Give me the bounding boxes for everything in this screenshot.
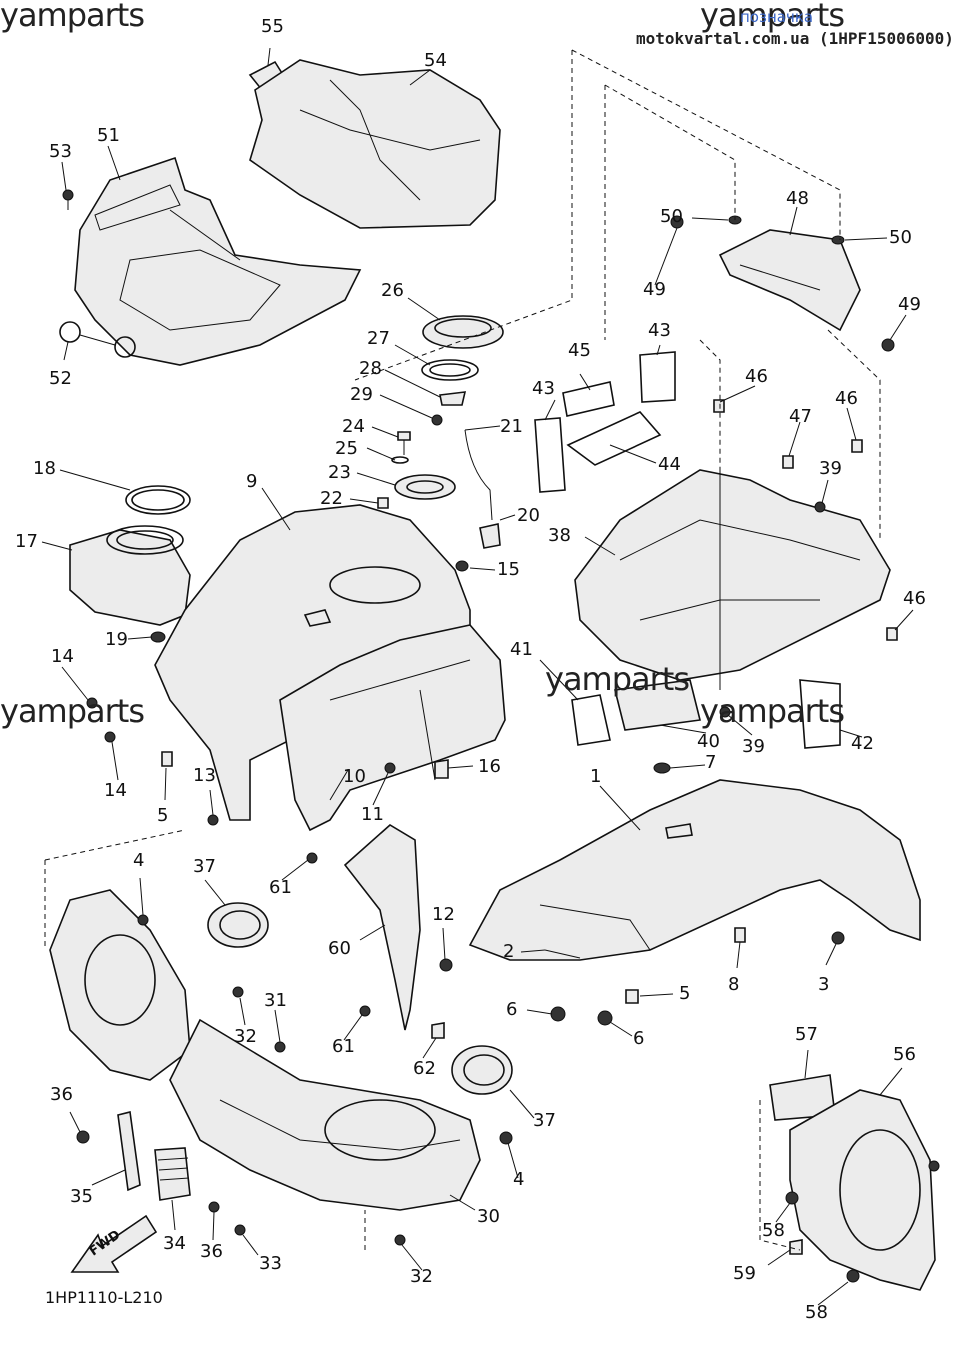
- callout-label: 24: [342, 416, 365, 437]
- callout-label: 5: [157, 805, 169, 826]
- callout-label: 4: [513, 1169, 525, 1190]
- callout-label: 14: [104, 780, 127, 801]
- watermark: yamparts: [0, 692, 145, 730]
- diagram-code: 1HP1110-L210: [45, 1288, 163, 1307]
- callout-label: 50: [889, 227, 912, 248]
- callout-label: 58: [762, 1220, 785, 1241]
- callout-label: 18: [33, 458, 56, 479]
- callout-label: 57: [795, 1024, 818, 1045]
- callout-label: 37: [533, 1110, 556, 1131]
- watermark: yamparts: [700, 692, 845, 730]
- callout-label: 22: [320, 488, 343, 509]
- callout-label: 52: [49, 368, 72, 389]
- callout-label: 23: [328, 462, 351, 483]
- callout-label: 1: [590, 766, 602, 787]
- callout-label: 15: [497, 559, 520, 580]
- callout-label: 39: [742, 736, 765, 757]
- callout-label: 35: [70, 1186, 93, 1207]
- watermark: yamparts: [545, 660, 690, 698]
- callout-label: 53: [49, 141, 72, 162]
- callout-label: 39: [819, 458, 842, 479]
- callout-label: 11: [361, 804, 384, 825]
- callout-label: 6: [506, 999, 518, 1020]
- callout-label: 47: [789, 406, 812, 427]
- callout-label: 49: [643, 279, 666, 300]
- callout-label: 27: [367, 328, 390, 349]
- callout-label: 20: [517, 505, 540, 526]
- callout-label: 16: [478, 756, 501, 777]
- callout-label: 61: [332, 1036, 355, 1057]
- callout-label: 7: [705, 752, 717, 773]
- callout-label: 36: [50, 1084, 73, 1105]
- callout-label: 2: [503, 941, 515, 962]
- callout-label: 48: [786, 188, 809, 209]
- callout-label: 19: [105, 629, 128, 650]
- callout-label: 14: [51, 646, 74, 667]
- callout-label: 59: [733, 1263, 756, 1284]
- callout-label: 25: [335, 438, 358, 459]
- callout-label: 32: [410, 1266, 433, 1287]
- callout-label: 42: [851, 733, 874, 754]
- callout-label: 4: [133, 850, 145, 871]
- callout-label: 28: [359, 358, 382, 379]
- callout-label: 46: [745, 366, 768, 387]
- callout-label: 44: [658, 454, 681, 475]
- callout-label: 43: [648, 320, 671, 341]
- callout-label: 8: [728, 974, 740, 995]
- callout-label: 62: [413, 1058, 436, 1079]
- callout-label: 41: [510, 639, 533, 660]
- callout-label: 3: [818, 974, 830, 995]
- bookmark-link[interactable]: позначка: [740, 8, 814, 26]
- callout-label: 6: [633, 1028, 645, 1049]
- callout-label: 32: [234, 1026, 257, 1047]
- callout-label: 17: [15, 531, 38, 552]
- callout-label: 45: [568, 340, 591, 361]
- callout-label: 29: [350, 384, 373, 405]
- callout-label: 26: [381, 280, 404, 301]
- callout-label: 58: [805, 1302, 828, 1323]
- callout-label: 49: [898, 294, 921, 315]
- callout-label: 5: [679, 983, 691, 1004]
- callout-label: 50: [660, 206, 683, 227]
- watermark: yamparts: [700, 0, 845, 34]
- callout-label: 13: [193, 765, 216, 786]
- callout-label: 40: [697, 731, 720, 752]
- callout-label: 55: [261, 16, 284, 37]
- callout-label: 37: [193, 856, 216, 877]
- callout-label: 46: [835, 388, 858, 409]
- callout-label: 36: [200, 1241, 223, 1262]
- callout-label: 60: [328, 938, 351, 959]
- callout-label: 38: [548, 525, 571, 546]
- callout-label: 51: [97, 125, 120, 146]
- callout-label: 33: [259, 1253, 282, 1274]
- callout-label: 61: [269, 877, 292, 898]
- callout-label: 10: [343, 766, 366, 787]
- site-caption: motokvartal.com.ua (1HPF15006000): [636, 29, 954, 48]
- callout-label: 9: [246, 471, 258, 492]
- callout-label: 31: [264, 990, 287, 1011]
- callout-label: 21: [500, 416, 523, 437]
- callout-label: 30: [477, 1206, 500, 1227]
- callout-label: 54: [424, 50, 447, 71]
- callout-label: 56: [893, 1044, 916, 1065]
- callout-label: 12: [432, 904, 455, 925]
- callout-label: 34: [163, 1233, 186, 1254]
- callout-label: 46: [903, 588, 926, 609]
- watermark: yamparts: [0, 0, 145, 34]
- callout-label: 43: [532, 378, 555, 399]
